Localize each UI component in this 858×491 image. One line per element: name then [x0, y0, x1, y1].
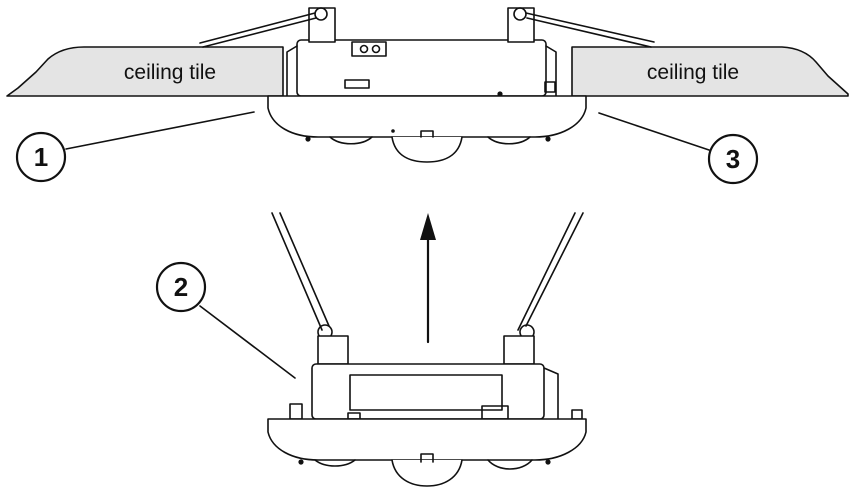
spring-coil-icon: [314, 7, 328, 21]
side-lobe-right: [487, 459, 533, 470]
callout-3-circle: [707, 133, 759, 185]
callout-2-number: 2: [174, 272, 188, 302]
callout-1-number: 1: [34, 142, 48, 172]
raised-spring-arm-left: [271, 212, 330, 331]
installed-sensor: [199, 7, 655, 163]
trim-screw-dot: [305, 136, 311, 142]
callout-1-circle: [15, 131, 67, 183]
trim-screw-dot: [545, 459, 551, 465]
installed-housing-side-left: [286, 45, 298, 97]
callout-3-number: 3: [726, 144, 740, 174]
ceiling-tile-right-label: ceiling tile: [647, 61, 739, 84]
trim-ring: [267, 418, 587, 461]
spring-arm-right: [525, 12, 655, 48]
spring-arm-left: [199, 12, 317, 48]
callout-3-leader: [598, 112, 710, 151]
installed-side-lobe-left: [329, 136, 373, 145]
spring-post-left: [317, 335, 349, 365]
installed-lens-dome: [391, 136, 463, 163]
trim-screw-dot: [545, 136, 551, 142]
housing-clip-left: [289, 403, 303, 420]
trim-screw-dot: [391, 129, 395, 133]
lens-tab: [420, 130, 434, 138]
housing-slot: [544, 81, 556, 93]
side-lobe-left: [314, 459, 356, 467]
installed-side-lobe-right: [487, 136, 531, 145]
spring-post-right: [503, 335, 535, 365]
installed-housing-side-right: [545, 45, 557, 97]
terminal-screw-icon: [371, 44, 381, 54]
trim-screw-dot: [298, 459, 304, 465]
installed-housing-body: [296, 39, 547, 97]
arrow-head-icon: [420, 213, 436, 240]
uninstalled-sensor: [267, 212, 587, 487]
terminal-screw-icon: [359, 44, 369, 54]
housing-label-recess: [349, 374, 503, 411]
spring-coil-icon: [513, 7, 527, 21]
housing-slot: [344, 79, 370, 89]
callout-2-leader: [199, 305, 296, 379]
insert-direction-arrow: [420, 213, 436, 344]
ceiling-tile-left-label: ceiling tile: [124, 61, 216, 84]
raised-spring-arm-right: [517, 212, 584, 331]
installed-trim-ring: [267, 95, 587, 138]
lens-dome: [391, 459, 463, 487]
ceiling-tile-left: [6, 46, 284, 97]
callout-1-leader: [65, 111, 255, 150]
lens-tab: [420, 453, 434, 463]
housing-clip-far-right: [571, 409, 583, 420]
callout-2-circle: [155, 261, 207, 313]
housing-side-right: [543, 367, 559, 420]
spring-post-right: [507, 7, 535, 43]
terminal-block: [351, 41, 387, 57]
ceiling-tile-right: [571, 46, 849, 97]
